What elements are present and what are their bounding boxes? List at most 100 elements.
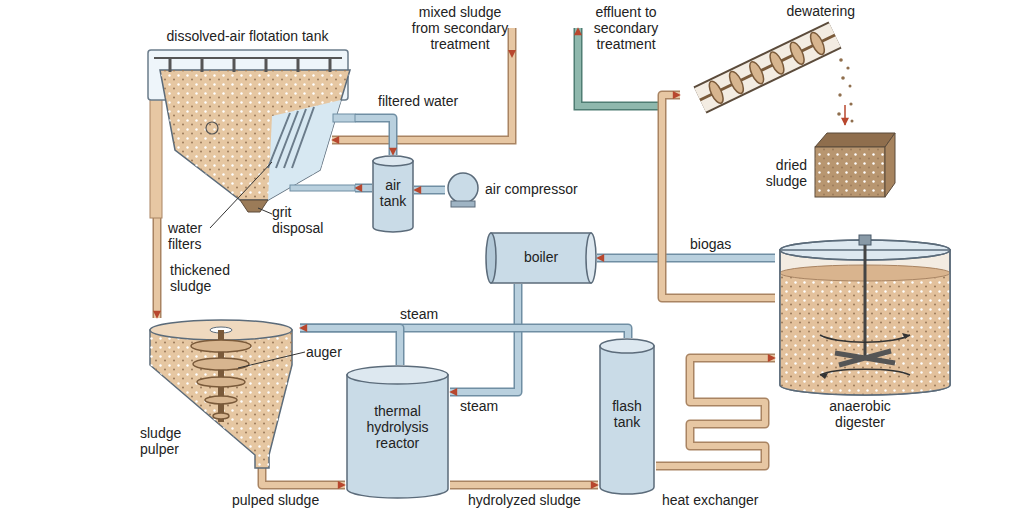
screw-flight: [767, 50, 786, 76]
pipe-fill: [450, 482, 598, 488]
pipe-outline: [355, 184, 372, 193]
rect-shape: [815, 147, 885, 197]
rect-shape: [290, 185, 355, 191]
pipe-label: steam: [460, 398, 510, 414]
ellipse-shape: [197, 377, 245, 387]
boiler: boiler: [485, 232, 597, 284]
polygon-shape: [885, 133, 895, 197]
sludge-particle: [841, 76, 845, 80]
pipe-outline: [262, 468, 345, 485]
pipe-fill: [262, 468, 345, 485]
sludge-pulper: sludge pulper: [140, 318, 300, 468]
callout-label: mixed sludge from secondary treatment: [405, 4, 515, 52]
callout-label: water filters: [168, 220, 218, 252]
pipe-connector: [656, 358, 775, 466]
sludge-particle: [838, 93, 841, 96]
line-shape: [154, 57, 342, 59]
screw-flight: [808, 30, 827, 56]
component-label: thermal hydrolysis reactor: [350, 403, 445, 451]
pipe-connector: [300, 328, 400, 365]
flotation-tank: dissolved-air flotation tank: [140, 28, 355, 218]
pipe-fill: [662, 95, 775, 298]
path-shape: [820, 335, 910, 342]
ellipse-shape: [586, 233, 596, 283]
rect-shape: [451, 201, 475, 207]
pipe-connector: [157, 218, 158, 318]
pipe-fill: [355, 118, 393, 155]
anaerobic-digester: anaerobic digester: [775, 235, 955, 430]
dewatering-screw: dewatering: [680, 5, 855, 105]
sludge-particle: [846, 66, 849, 69]
pipe-connector: [845, 105, 846, 125]
sludge-particle: [839, 58, 843, 62]
pipe-connector: [450, 485, 598, 486]
callout-label: effluent to secondary treatment: [584, 4, 668, 52]
callout-label: grit disposal: [272, 204, 332, 236]
pipe-label: pulped sludge: [232, 492, 342, 508]
pipe-outline: [656, 358, 775, 466]
path-shape: [835, 351, 895, 365]
pipe-label: biogas: [690, 236, 750, 252]
tank-body: [373, 161, 413, 232]
sludge-particle: [851, 120, 854, 123]
pipe-label: thickened sludge: [170, 262, 242, 294]
pipe-outline: [597, 254, 775, 263]
pipe-fill: [414, 187, 445, 193]
pipe-label: steam: [400, 306, 460, 322]
sludge-container: dried sludge: [745, 125, 900, 200]
tank-top: [600, 339, 654, 353]
polygon-shape: [160, 70, 350, 200]
component-label: sludge pulper: [140, 425, 195, 457]
pipe-fill: [597, 255, 775, 261]
rect-shape: [333, 114, 355, 122]
circle-shape: [206, 122, 218, 134]
path-shape: [820, 369, 910, 375]
pipe-fill: [450, 284, 518, 392]
sludge-particle: [849, 102, 852, 105]
ellipse-shape: [205, 396, 237, 404]
pipe-outline: [300, 328, 400, 365]
ellipse-shape: [193, 358, 249, 370]
component-label: dissolved-air flotation tank: [140, 28, 355, 44]
polygon-shape: [815, 133, 895, 147]
pipe-fill: [154, 218, 160, 318]
component-label: dried sludge: [745, 157, 807, 189]
hydrolysis-reactor: thermal hydrolysis reactor: [345, 365, 450, 500]
component-label: dewatering: [775, 3, 855, 19]
pipe-connector: [355, 188, 372, 189]
sludge-particle: [837, 112, 841, 116]
polygon-shape: [240, 200, 268, 212]
pipe-connector: [262, 468, 345, 485]
rect-shape: [815, 147, 885, 197]
tank-top: [373, 156, 413, 166]
screw-flight: [747, 60, 766, 86]
component-label: boiler: [485, 249, 597, 265]
ellipse-shape: [213, 413, 229, 419]
ellipse-shape: [486, 233, 496, 283]
flow-arrow: [508, 50, 516, 58]
pipe-connector: [450, 284, 518, 392]
ellipse-shape: [191, 340, 251, 352]
screw-flight: [706, 79, 725, 105]
path-shape: [170, 58, 330, 72]
pipe-fill: [656, 358, 775, 466]
air-tank: air tank: [372, 155, 414, 233]
pipe-outline: [662, 95, 775, 298]
air-compressor: air compressor: [445, 172, 595, 208]
pipe-outline: [414, 186, 445, 195]
svg-shape: [680, 5, 855, 105]
screw-flight: [727, 69, 746, 95]
pipe-connector: [355, 118, 393, 155]
component-label: anaerobic digester: [805, 398, 915, 430]
pipe-label: heat exchanger: [662, 492, 792, 508]
polygon-shape: [160, 70, 350, 200]
screw-flight: [787, 40, 806, 66]
path-shape: [820, 333, 910, 379]
pipe-outline: [153, 218, 162, 318]
svg-shape: [140, 28, 355, 218]
pipe-outline: [355, 118, 393, 155]
flash-tank: flash tank: [598, 338, 656, 496]
pipe-connector: [414, 190, 445, 191]
